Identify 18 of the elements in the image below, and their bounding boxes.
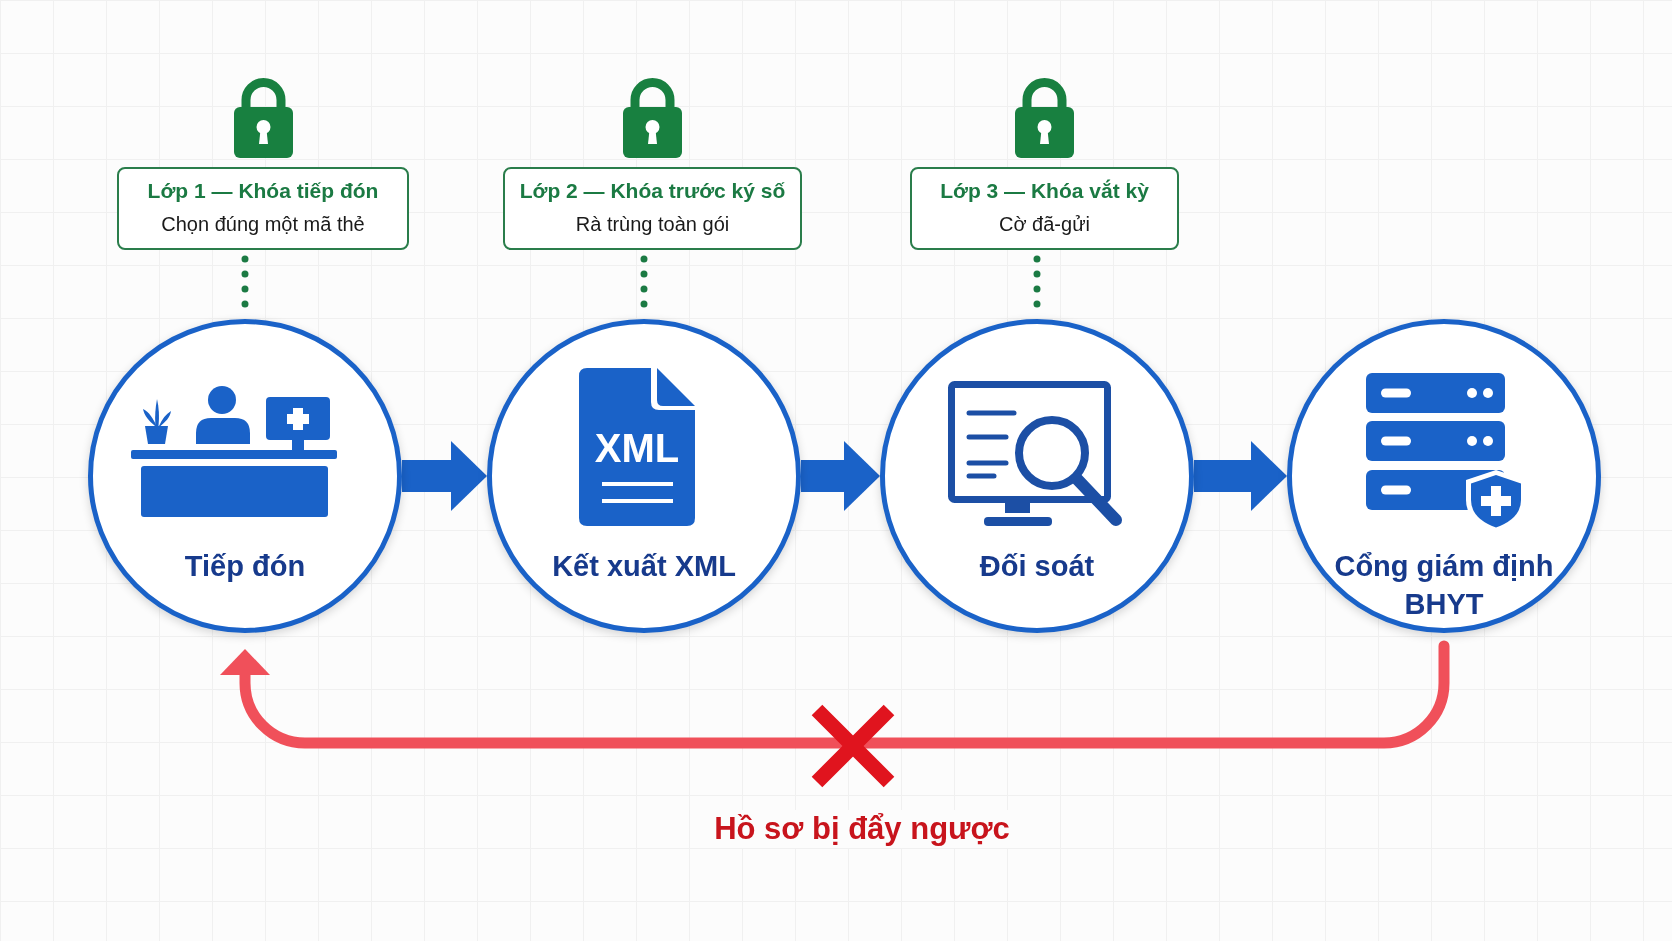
callout-heading: Lớp 2 — Khóa trước ký số (518, 178, 787, 204)
file-type-label: XML (594, 426, 680, 470)
callout-heading: Lớp 3 — Khóa vắt kỳ (939, 178, 1150, 204)
step-label: Kết xuất XML (551, 549, 737, 584)
step-label: Cổng giám định BHYT (1333, 549, 1555, 622)
callout-text: Chọn đúng một mã thẻ (160, 212, 366, 237)
block-arrow (801, 441, 880, 511)
return-arrow (220, 640, 1450, 749)
callout-box (503, 167, 802, 250)
callout-heading: Lớp 1 — Khóa tiếp đón (146, 178, 380, 204)
callout-text: Cờ đã-gửi (998, 212, 1091, 237)
step-label: Tiếp đón (183, 549, 307, 584)
callout-box (117, 167, 409, 250)
step-label: Đối soát (978, 549, 1096, 584)
block-arrow (1194, 441, 1287, 511)
callout-text: Rà trùng toàn gói (574, 212, 731, 237)
callout-box (910, 167, 1179, 250)
block-arrow (402, 441, 487, 511)
